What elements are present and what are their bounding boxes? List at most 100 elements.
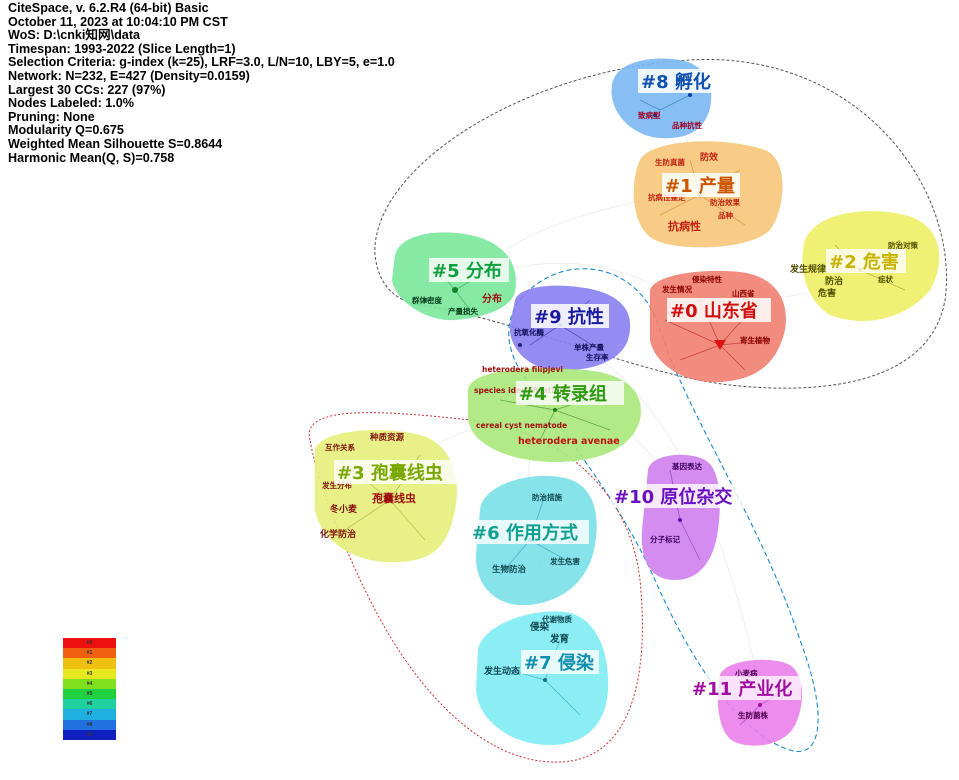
node-label: 发生情况 — [661, 284, 692, 294]
node-label: 山西省 — [732, 288, 755, 298]
cluster-4-label[interactable]: #4 转录组 — [519, 383, 607, 405]
info-line: Timespan: 1993-2022 (Slice Length=1) — [8, 41, 236, 56]
node-label: 发生规律 — [789, 263, 826, 275]
cluster-8-label-bg — [638, 69, 716, 93]
cluster-4-label-bg — [516, 381, 624, 405]
node-label: 生防菌株 — [738, 710, 768, 720]
cluster-8-label[interactable]: #8 孵化 — [641, 71, 711, 93]
upper-group-outline — [374, 59, 947, 389]
cluster-2-label-bg — [826, 249, 906, 273]
node-label: 致病型 — [638, 110, 661, 120]
legend-swatch: #6 — [63, 699, 116, 710]
info-line: CiteSpace, v. 6.2.R4 (64-bit) Basic — [8, 1, 209, 15]
cluster-7-label[interactable]: #7 侵染 — [524, 652, 595, 674]
node-label: 代谢物质 — [541, 614, 572, 624]
cluster-titles: #8 孵化 #1 产量 #2 危害 #5 分布 #9 抗性 #0 山东省 #4 … — [334, 69, 906, 700]
node-label: 防治措施 — [532, 492, 562, 502]
node[interactable] — [678, 518, 682, 522]
node-label: cereal cyst nematode — [476, 421, 567, 430]
cluster-blobs — [315, 58, 940, 746]
cluster-11-label[interactable]: #11 产业化 — [692, 678, 792, 700]
node-label: 侵染特性 — [691, 274, 722, 284]
node-label: 化学防治 — [320, 528, 356, 540]
cluster-10-label-bg — [611, 484, 747, 508]
node[interactable] — [452, 287, 458, 293]
node-label: 防治效果 — [710, 197, 740, 207]
cluster-7-label-bg — [521, 650, 599, 674]
legend-swatch: #7 — [63, 709, 116, 720]
hub-node-0[interactable] — [714, 340, 726, 350]
node-label: 生物防治 — [492, 564, 527, 575]
info-line: Weighted Mean Silhouette S=0.8644 — [8, 136, 223, 151]
cluster-9-label[interactable]: #9 抗性 — [534, 306, 604, 328]
info-line: October 11, 2023 at 10:04:10 PM CST — [8, 14, 228, 29]
node-label: 抗病性 — [668, 219, 701, 233]
info-line: Largest 30 CCs: 227 (97%) — [8, 82, 166, 97]
node[interactable] — [758, 703, 762, 707]
cluster-0-label-bg — [667, 298, 771, 322]
info-line: Modularity Q=0.675 — [8, 123, 124, 138]
node-label: 分子标记 — [650, 534, 680, 544]
node-label: 生防真菌 — [655, 157, 685, 167]
node-label: heterodera filipjevi — [482, 365, 563, 374]
node[interactable] — [423, 298, 427, 302]
info-line: Network: N=232, E=427 (Density=0.0159) — [8, 68, 250, 83]
cluster-7-blob[interactable] — [476, 611, 609, 745]
legend-swatch: #9 — [63, 729, 116, 740]
node-label: 危害 — [817, 287, 836, 299]
node-label: 小麦病 — [735, 668, 758, 678]
node-label: 分布 — [482, 292, 502, 305]
info-line: Pruning: None — [8, 109, 95, 124]
info-line: WoS: D:\cnki知网\data — [8, 28, 141, 43]
node-label: 冬小麦 — [330, 503, 358, 515]
node-label: 抗氧化酶 — [514, 327, 544, 337]
node-label: 防效 — [700, 151, 719, 163]
legend-swatch: #1 — [63, 648, 116, 659]
node-label: 症状 — [878, 274, 893, 284]
node-label: 基因表达 — [671, 461, 702, 471]
node-label: 产量损失 — [448, 306, 478, 316]
node-label: 群体密度 — [411, 295, 442, 305]
node[interactable] — [688, 93, 692, 97]
node-label: 寄生植物 — [740, 335, 770, 345]
node-label: 种质资源 — [369, 432, 405, 443]
legend-swatch: #2 — [63, 658, 116, 669]
cluster-2-label[interactable]: #2 危害 — [829, 251, 899, 273]
node-label: 品种 — [718, 210, 733, 220]
cluster-6-label[interactable]: #6 作用方式 — [472, 522, 578, 544]
cluster-6-label-bg — [469, 520, 589, 544]
node-label: 生存率 — [586, 352, 609, 362]
node-label: 发生动态 — [483, 665, 520, 677]
cluster-1-label[interactable]: #1 产量 — [665, 175, 735, 197]
cluster-3-label[interactable]: #3 孢囊线虫 — [337, 462, 443, 484]
node-label: 品种抗性 — [672, 120, 702, 130]
node-label: 侵染 — [529, 621, 550, 633]
node[interactable] — [518, 343, 522, 347]
cluster-5-label-bg — [429, 258, 509, 282]
node[interactable] — [653, 113, 657, 117]
node-label: 发生危害 — [549, 556, 580, 566]
cluster-5-label[interactable]: #5 分布 — [432, 260, 502, 282]
node-label: 互作关系 — [325, 442, 355, 452]
legend-swatch: #3 — [63, 668, 116, 679]
legend-swatch: #0 — [63, 638, 116, 649]
legend-swatch: #4 — [63, 678, 116, 689]
cluster-3-label-bg — [334, 460, 464, 484]
info-line: Selection Criteria: g-index (k=25), LRF=… — [8, 55, 395, 70]
node[interactable] — [553, 408, 557, 412]
network-info-panel: CiteSpace, v. 6.2.R4 (64-bit) Basic Octo… — [8, 1, 395, 165]
node-label: 发生分布 — [321, 480, 352, 490]
cluster-10-label[interactable]: #10 原位杂交 — [614, 486, 732, 508]
node[interactable] — [543, 678, 547, 682]
info-line: Harmonic Mean(Q, S)=0.758 — [8, 150, 175, 165]
node-label: 孢囊线虫 — [372, 491, 416, 505]
cluster-9-label-bg — [531, 304, 609, 328]
node[interactable] — [387, 497, 393, 503]
node-labels: 致病型 品种抗性 防效 生防真菌 抗病性鉴定 防治效果 抗病性 品种 发生规律 … — [320, 110, 918, 720]
cluster-0-label[interactable]: #0 山东省 — [670, 300, 758, 322]
info-line: Nodes Labeled: 1.0% — [8, 96, 134, 111]
legend-swatch: #5 — [63, 688, 116, 700]
cluster-10-blob[interactable] — [641, 454, 720, 580]
cluster-11-blob[interactable] — [717, 659, 802, 746]
